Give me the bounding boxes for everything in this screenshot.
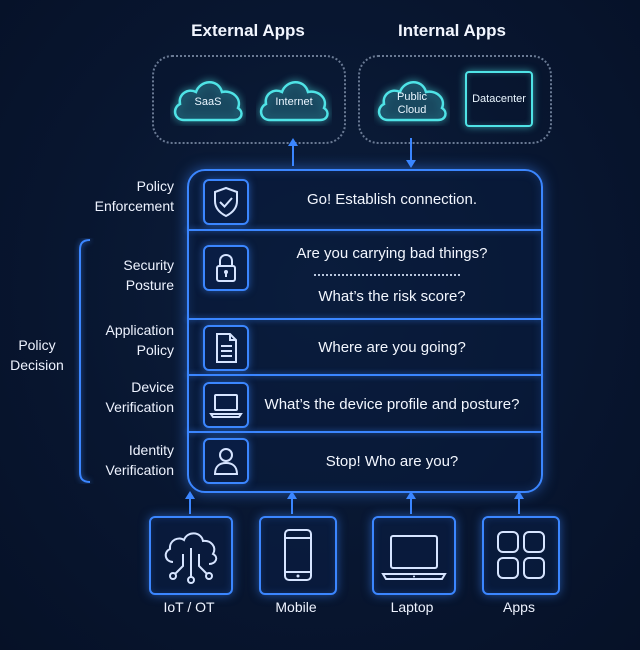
apps-device-tile [482,516,560,595]
row-divider [187,431,541,433]
policy-decision-bracket [79,239,91,483]
identity-verification-label: Identity Verification [44,440,174,480]
up-arrow-icon [288,138,298,166]
laptop-device-tile [372,516,456,595]
label-line: Policy [136,178,174,194]
label-line: Posture [125,277,174,293]
up-arrow-icon [406,491,416,514]
dotted-separator [314,274,460,276]
apps-label: Apps [503,599,535,615]
row-divider [187,229,541,231]
cloud-icon [173,81,243,122]
application-text: Where are you going? [318,339,466,356]
security-question-2: What’s the risk score? [318,288,466,305]
lock-icon [203,245,249,291]
label-line: Device [131,379,174,395]
mobile-device-tile [259,516,337,595]
apps-grid-icon [497,531,545,579]
internal-apps-title: Internal Apps [398,21,506,40]
row-divider [187,318,541,320]
up-arrow-icon [185,491,195,514]
mobile-icon [284,529,312,581]
security-posture-label: Security Posture [44,255,174,295]
label-line: Policy [136,342,174,358]
application-policy-label: Application Policy [44,320,175,360]
label-line: Identity [128,442,174,458]
cloud-icon [259,81,329,122]
up-arrow-icon [514,491,524,514]
user-icon [203,438,249,484]
security-question-1: Are you carrying bad things? [296,245,488,262]
up-arrow-icon [287,491,297,514]
row-divider [187,374,541,376]
device-verification-label: Device Verification [44,377,174,417]
internal-apps-group [358,55,552,144]
laptop-icon [203,382,249,428]
cloud-icon [377,81,447,122]
label-line: Security [123,257,174,273]
saas-label: SaaS [194,96,222,108]
datacenter-label: Datacenter [472,93,526,105]
public-cloud-label: Public Cloud [384,91,440,117]
external-apps-group [152,55,346,144]
iot-ot-label: IoT / OT [163,599,215,615]
laptop-icon [381,535,447,580]
device-text: What’s the device profile and posture? [264,396,520,413]
public-cloud-line1: Public [397,91,427,103]
label-line: Enforcement [94,198,174,214]
enforcement-text: Go! Establish connection. [306,191,478,208]
label-line: Verification [105,462,174,478]
internet-label: Internet [275,96,313,108]
external-apps-title: External Apps [191,21,305,40]
policy-decision-label: Policy Decision [2,335,72,375]
policy-enforcement-label: Policy Enforcement [44,176,174,216]
label-line: Policy [18,337,56,353]
label-line: Verification [105,399,174,415]
identity-text: Stop! Who are you? [325,453,459,470]
label-line: Decision [10,357,64,373]
iot-cloud-icon [164,532,218,584]
laptop-label: Laptop [390,599,434,615]
mobile-label: Mobile [275,599,317,615]
shield-check-icon [203,179,249,225]
datacenter-box: Datacenter [465,71,533,127]
public-cloud-line2: Cloud [397,104,427,116]
document-icon [203,325,249,371]
label-line: Application [105,322,175,338]
iot-device-tile [149,516,233,595]
down-arrow-icon [406,138,416,168]
